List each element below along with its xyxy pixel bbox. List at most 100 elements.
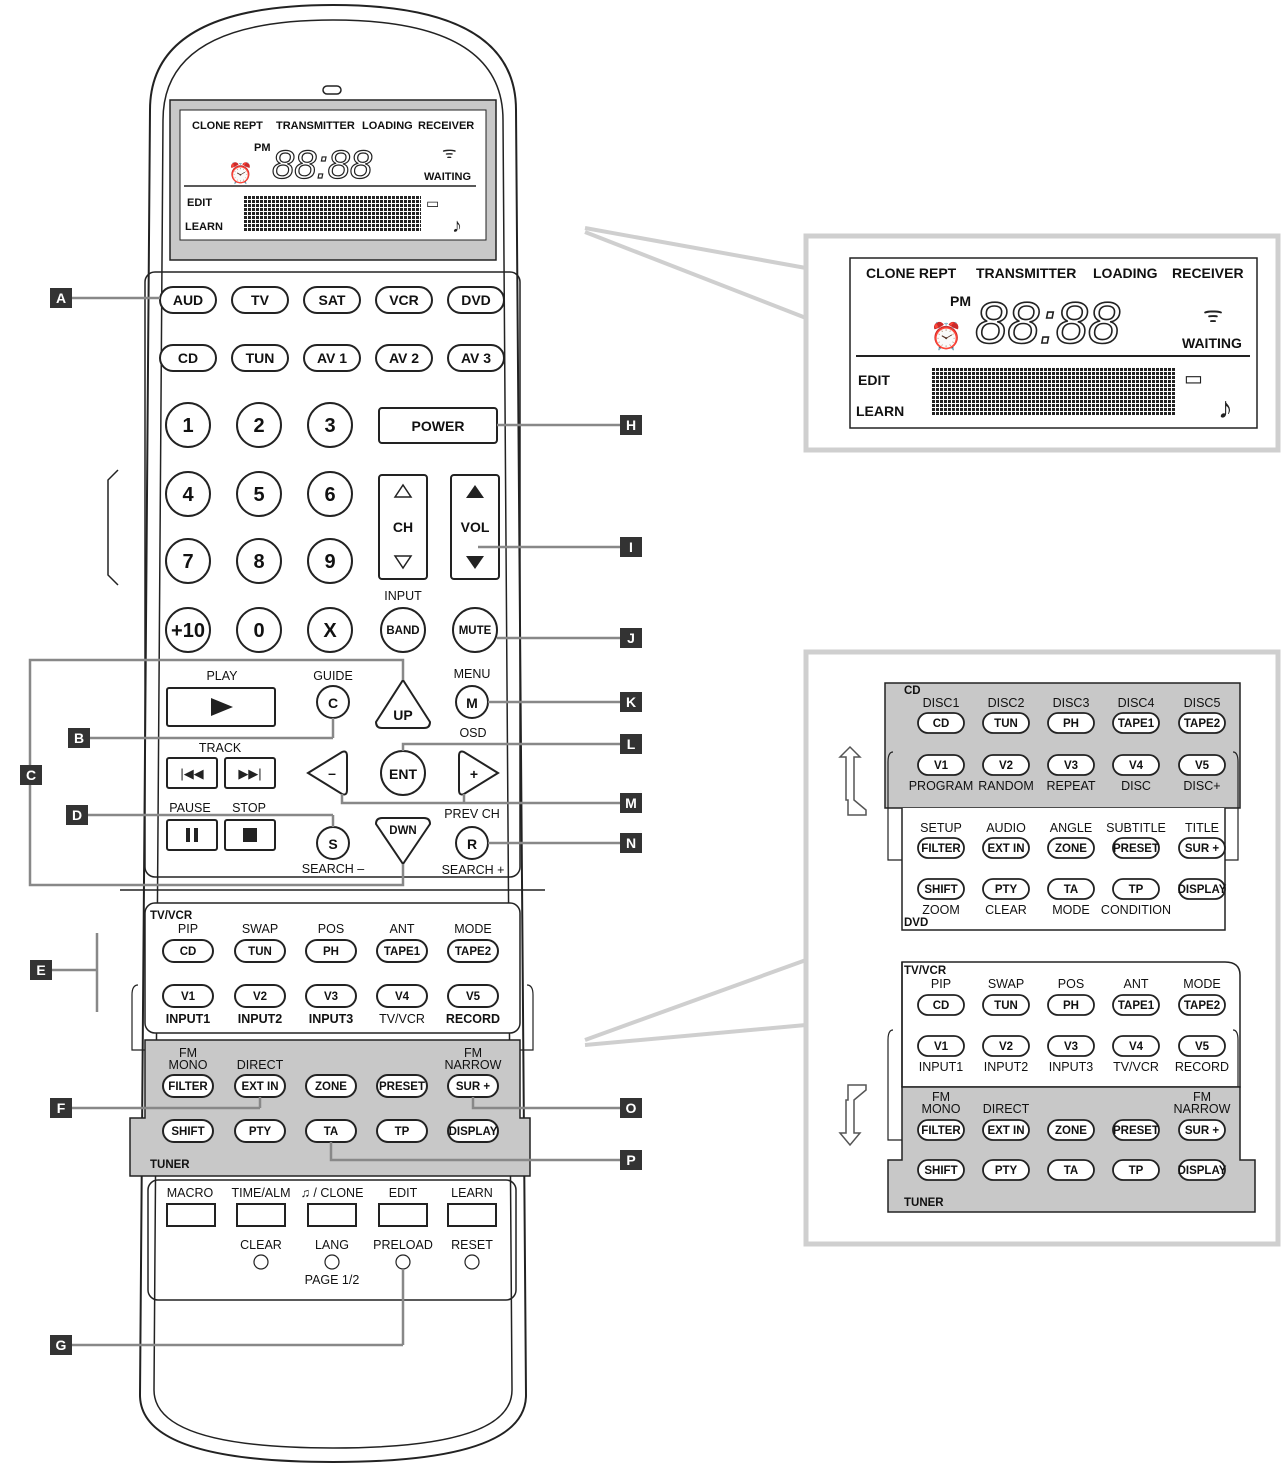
tuner-button-display[interactable]: DISPLAY — [447, 1119, 499, 1143]
lower-button-shift[interactable]: SHIFT — [917, 1159, 965, 1181]
preload-pinhole[interactable] — [395, 1254, 411, 1270]
lower-button-tape1[interactable]: TAPE1 — [1112, 994, 1160, 1016]
track-next-button[interactable]: ▶▶| — [224, 757, 276, 789]
track-prev-button[interactable]: |◀◀ — [166, 757, 218, 789]
tvvcr-button-tape2[interactable]: TAPE2 — [447, 939, 499, 963]
tuner-button-tp[interactable]: TP — [376, 1119, 428, 1143]
source-button-av1[interactable]: AV 1 — [303, 344, 361, 372]
dvd-button-sur-plus[interactable]: SUR + — [1178, 837, 1226, 859]
edit-button[interactable] — [378, 1203, 428, 1227]
digit-button-9[interactable]: 9 — [307, 538, 353, 584]
tuner-button-preset[interactable]: PRESET — [376, 1074, 428, 1098]
tvvcr-button-v1[interactable]: V1 — [162, 984, 214, 1008]
lower-button-v4[interactable]: V4 — [1112, 1035, 1160, 1057]
dvd-button-cd[interactable]: CD — [917, 712, 965, 734]
lower-button-tape2[interactable]: TAPE2 — [1178, 994, 1226, 1016]
lang-pinhole[interactable] — [324, 1254, 340, 1270]
digit-button-plus10[interactable]: +10 — [165, 607, 211, 653]
tuner-button-filter[interactable]: FILTER — [162, 1074, 214, 1098]
mute-button[interactable]: MUTE — [452, 607, 498, 653]
time-alm-button[interactable] — [236, 1203, 286, 1227]
source-button-dvd[interactable]: DVD — [447, 286, 505, 314]
lower-button-sur-plus[interactable]: SUR + — [1178, 1119, 1226, 1141]
macro-button[interactable] — [166, 1203, 216, 1227]
tuner-button-pty[interactable]: PTY — [234, 1119, 286, 1143]
pause-button[interactable] — [166, 819, 218, 851]
source-button-tun[interactable]: TUN — [231, 344, 289, 372]
tuner-button-ext-in[interactable]: EXT IN — [234, 1074, 286, 1098]
lower-button-v1[interactable]: V1 — [917, 1035, 965, 1057]
digit-button-7[interactable]: 7 — [165, 538, 211, 584]
clone-button[interactable] — [307, 1203, 357, 1227]
lower-button-tp[interactable]: TP — [1112, 1159, 1160, 1181]
dvd-button-tp[interactable]: TP — [1112, 878, 1160, 900]
lower-button-pty[interactable]: PTY — [982, 1159, 1030, 1181]
tvvcr-button-v4[interactable]: V4 — [376, 984, 428, 1008]
dvd-button-v4[interactable]: V4 — [1112, 754, 1160, 776]
tvvcr-button-ph[interactable]: PH — [305, 939, 357, 963]
tvvcr-button-v5[interactable]: V5 — [447, 984, 499, 1008]
tvvcr-button-tun[interactable]: TUN — [234, 939, 286, 963]
r-button[interactable]: R — [455, 826, 489, 860]
dvd-button-tun[interactable]: TUN — [982, 712, 1030, 734]
source-button-cd[interactable]: CD — [159, 344, 217, 372]
tvvcr-button-v2[interactable]: V2 — [234, 984, 286, 1008]
source-button-tv[interactable]: TV — [231, 286, 289, 314]
s-button[interactable]: S — [316, 826, 350, 860]
dvd-button-v1[interactable]: V1 — [917, 754, 965, 776]
dvd-button-tape1[interactable]: TAPE1 — [1112, 712, 1160, 734]
dvd-button-pty[interactable]: PTY — [982, 878, 1030, 900]
source-button-sat[interactable]: SAT — [303, 286, 361, 314]
lower-button-ext-in[interactable]: EXT IN — [982, 1119, 1030, 1141]
channel-rocker[interactable]: CH — [378, 474, 428, 580]
lower-button-zone[interactable]: ZONE — [1047, 1119, 1095, 1141]
digit-button-6[interactable]: 6 — [307, 471, 353, 517]
dvd-button-preset[interactable]: PRESET — [1112, 837, 1160, 859]
minus-button[interactable]: – — [306, 750, 348, 796]
source-button-aud[interactable]: AUD — [159, 286, 217, 314]
power-button[interactable]: POWER — [378, 407, 498, 444]
clear-pinhole[interactable] — [253, 1254, 269, 1270]
tuner-button-ta[interactable]: TA — [305, 1119, 357, 1143]
source-button-av3[interactable]: AV 3 — [447, 344, 505, 372]
dvd-button-ext-in[interactable]: EXT IN — [982, 837, 1030, 859]
stop-button[interactable] — [224, 819, 276, 851]
learn-button[interactable] — [447, 1203, 497, 1227]
lower-button-preset[interactable]: PRESET — [1112, 1119, 1160, 1141]
tuner-button-shift[interactable]: SHIFT — [162, 1119, 214, 1143]
digit-button-5[interactable]: 5 — [236, 471, 282, 517]
digit-button-x[interactable]: X — [307, 607, 353, 653]
digit-button-3[interactable]: 3 — [307, 402, 353, 448]
tvvcr-button-tape1[interactable]: TAPE1 — [376, 939, 428, 963]
digit-button-1[interactable]: 1 — [165, 402, 211, 448]
digit-button-0[interactable]: 0 — [236, 607, 282, 653]
reset-pinhole[interactable] — [464, 1254, 480, 1270]
tvvcr-button-cd[interactable]: CD — [162, 939, 214, 963]
lower-button-v3[interactable]: V3 — [1047, 1035, 1095, 1057]
volume-rocker[interactable]: VOL — [450, 474, 500, 580]
dvd-button-v3[interactable]: V3 — [1047, 754, 1095, 776]
lower-button-ta[interactable]: TA — [1047, 1159, 1095, 1181]
digit-button-2[interactable]: 2 — [236, 402, 282, 448]
lower-button-v2[interactable]: V2 — [982, 1035, 1030, 1057]
up-button[interactable]: UP — [374, 678, 432, 729]
dwn-button[interactable]: DWN — [374, 817, 432, 866]
m-button[interactable]: M — [455, 685, 489, 719]
dvd-button-tape2[interactable]: TAPE2 — [1178, 712, 1226, 734]
lower-button-tun[interactable]: TUN — [982, 994, 1030, 1016]
source-button-vcr[interactable]: VCR — [375, 286, 433, 314]
source-button-av2[interactable]: AV 2 — [375, 344, 433, 372]
lower-button-v5[interactable]: V5 — [1178, 1035, 1226, 1057]
dvd-button-zone[interactable]: ZONE — [1047, 837, 1095, 859]
tvvcr-button-v3[interactable]: V3 — [305, 984, 357, 1008]
tuner-button-zone[interactable]: ZONE — [305, 1074, 357, 1098]
dvd-button-v2[interactable]: V2 — [982, 754, 1030, 776]
band-button[interactable]: BAND — [380, 607, 426, 653]
lower-button-ph[interactable]: PH — [1047, 994, 1095, 1016]
lower-button-cd[interactable]: CD — [917, 994, 965, 1016]
lower-button-filter[interactable]: FILTER — [917, 1119, 965, 1141]
play-button[interactable] — [166, 687, 276, 727]
plus-button[interactable]: + — [458, 750, 500, 796]
dvd-button-ta[interactable]: TA — [1047, 878, 1095, 900]
c-button[interactable]: C — [316, 685, 350, 719]
